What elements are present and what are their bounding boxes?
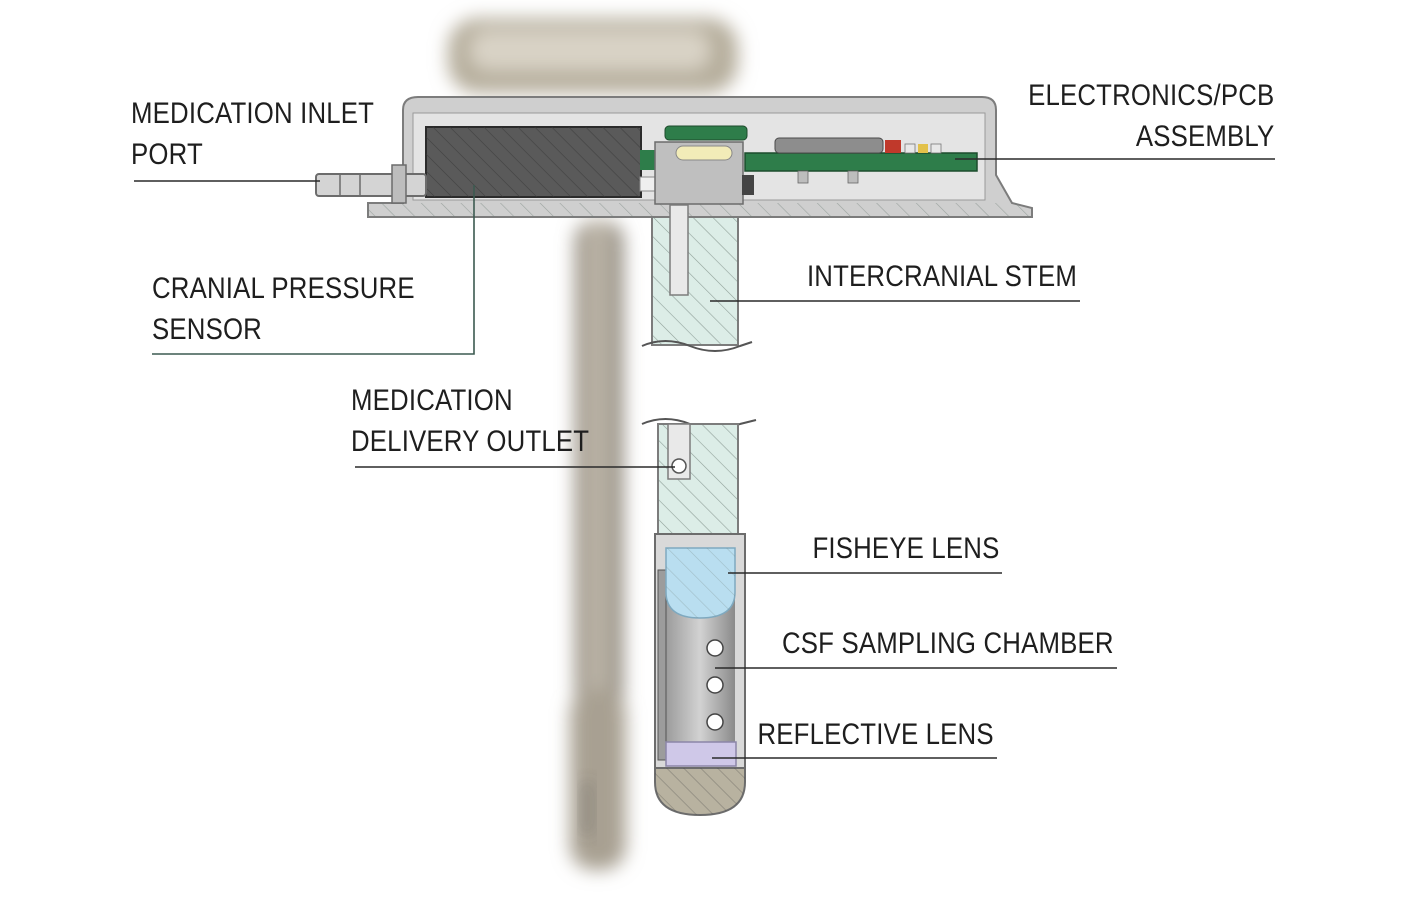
label-intercranial-stem: INTERCRANIAL STEM — [807, 256, 1077, 297]
leader-cranial-pressure-sensor — [152, 185, 475, 355]
intercranial-stem-upper — [641, 204, 753, 352]
label-line: INTERCRANIAL STEM — [806, 260, 1077, 293]
label-line: MEDICATION — [351, 384, 513, 417]
label-reflective-lens: REFLECTIVE LENS — [758, 714, 994, 755]
label-medication-inlet-port: MEDICATION INLET PORT — [131, 93, 374, 175]
label-line: ASSEMBLY — [1135, 120, 1274, 153]
probe-tip — [654, 767, 746, 817]
label-line: CSF SAMPLING CHAMBER — [782, 627, 1114, 660]
background-tip-dots — [582, 785, 592, 831]
fisheye-lens-shape — [665, 547, 736, 619]
reflective-lens-shape — [665, 741, 737, 767]
label-line: CRANIAL PRESSURE — [152, 272, 415, 305]
label-line: FISHEYE LENS — [811, 532, 999, 565]
label-line: MEDICATION INLET — [131, 97, 375, 130]
label-line: ELECTRONICS/PCB — [1027, 79, 1274, 112]
label-line: REFLECTIVE LENS — [757, 718, 994, 751]
label-line: PORT — [131, 138, 203, 171]
label-csf-sampling-chamber: CSF SAMPLING CHAMBER — [782, 623, 1114, 664]
label-electronics-pcb-assembly: ELECTRONICS/PCB ASSEMBLY — [1028, 75, 1274, 157]
label-medication-delivery-outlet: MEDICATION DELIVERY OUTLET — [351, 380, 589, 462]
intercranial-stem-lower — [641, 418, 757, 545]
cranial-pressure-sensor-block — [425, 126, 656, 198]
label-cranial-pressure-sensor: CRANIAL PRESSURE SENSOR — [152, 268, 415, 350]
label-line: SENSOR — [152, 313, 262, 346]
leader-lines — [134, 158, 1275, 759]
stem-connector — [654, 125, 748, 205]
label-line: DELIVERY OUTLET — [351, 425, 590, 458]
electronics-pcb-assembly — [742, 137, 978, 195]
label-fisheye-lens: FISHEYE LENS — [812, 528, 999, 569]
